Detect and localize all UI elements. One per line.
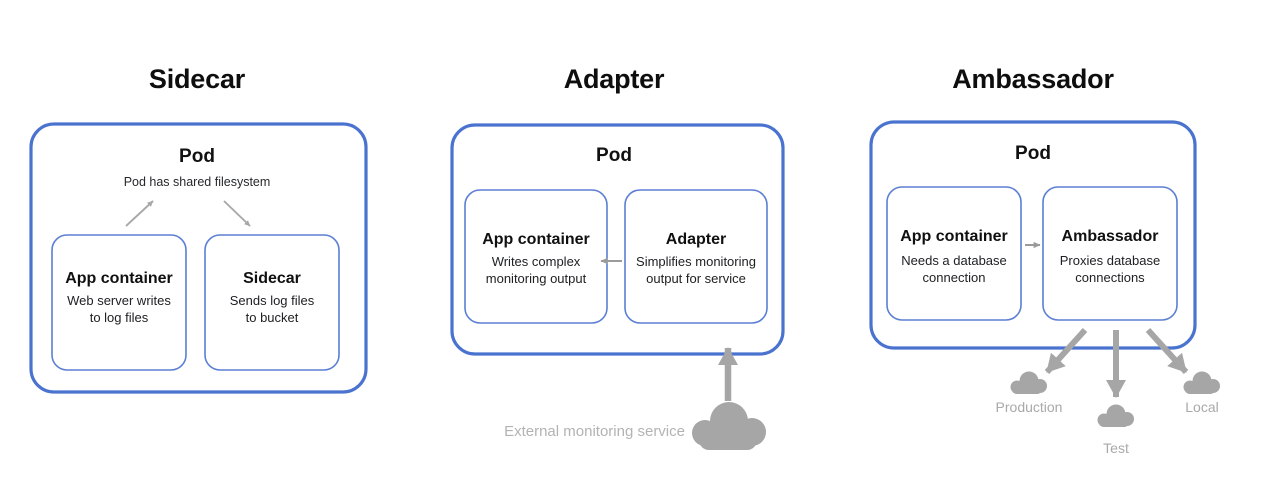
container-body-sidecar: Sends log files to bucket	[205, 292, 339, 326]
container-body-app-sidecar: Web server writes to log files	[52, 292, 186, 326]
container-outline-ambassador	[1042, 186, 1178, 321]
external-service-label: External monitoring service	[504, 423, 685, 440]
pod-outline-ambassador	[869, 120, 1197, 350]
text-line: Web server writes	[67, 293, 171, 308]
panel-title-ambassador: Ambassador	[952, 64, 1114, 94]
cloud-icon-production	[1010, 371, 1047, 394]
container-outline-app-adapter	[464, 189, 608, 324]
cloud-label-production: Production	[995, 399, 1063, 415]
arrow-to-sidecar	[223, 200, 251, 227]
container-body-app-adapter: Writes complex monitoring output	[462, 253, 610, 287]
panel-title-adapter: Adapter	[563, 64, 665, 94]
pod-label-ambassador: Pod	[1015, 143, 1051, 164]
pod-outline-adapter	[450, 123, 785, 356]
container-title-ambassador: Ambassador	[1061, 228, 1159, 245]
text-line: Simplifies monitoring	[636, 254, 756, 269]
container-outline-adapter	[624, 189, 768, 324]
pod-outline-sidecar	[29, 122, 368, 394]
container-title-app-adapter: App container	[482, 231, 590, 248]
text-line: to log files	[89, 310, 149, 325]
container-outline-sidecar	[204, 234, 340, 371]
pod-label-sidecar: Pod	[179, 146, 215, 167]
cloud-icon-external-service	[692, 402, 766, 450]
container-body-ambassador: Proxies database connections	[1039, 252, 1181, 286]
text-line: monitoring output	[485, 271, 587, 286]
text-line: connection	[922, 270, 986, 285]
arrow-ambassador-to-production	[1044, 327, 1088, 375]
container-title-sidecar: Sidecar	[243, 270, 301, 287]
panel-title-sidecar: Sidecar	[148, 64, 246, 94]
cloud-icon-test	[1097, 404, 1134, 427]
container-title-adapter: Adapter	[665, 231, 727, 248]
text-line: Writes complex	[491, 254, 581, 269]
container-outline-app-sidecar	[51, 234, 187, 371]
arrow-to-app-container	[125, 200, 154, 227]
text-line: output for service	[646, 271, 746, 286]
cloud-label-test: Test	[1103, 440, 1129, 456]
arrow-ambassador-to-local	[1145, 327, 1189, 375]
container-title-app-sidecar: App container	[65, 270, 173, 287]
text-line: to bucket	[245, 310, 299, 325]
cloud-label-local: Local	[1185, 399, 1219, 415]
container-title-app-ambassador: App container	[900, 228, 1008, 245]
container-body-adapter: Simplifies monitoring output for service	[621, 253, 771, 287]
container-outline-app-ambassador	[886, 186, 1022, 321]
text-line: Proxies database	[1059, 253, 1161, 268]
text-line: Sends log files	[229, 293, 315, 308]
pod-label-adapter: Pod	[596, 145, 632, 166]
container-body-app-ambassador: Needs a database connection	[883, 252, 1025, 286]
pod-note-sidecar: Pod has shared filesystem	[123, 175, 271, 189]
text-line: Needs a database	[901, 253, 1007, 268]
text-line: connections	[1075, 270, 1145, 285]
cloud-icon-local	[1183, 371, 1220, 394]
